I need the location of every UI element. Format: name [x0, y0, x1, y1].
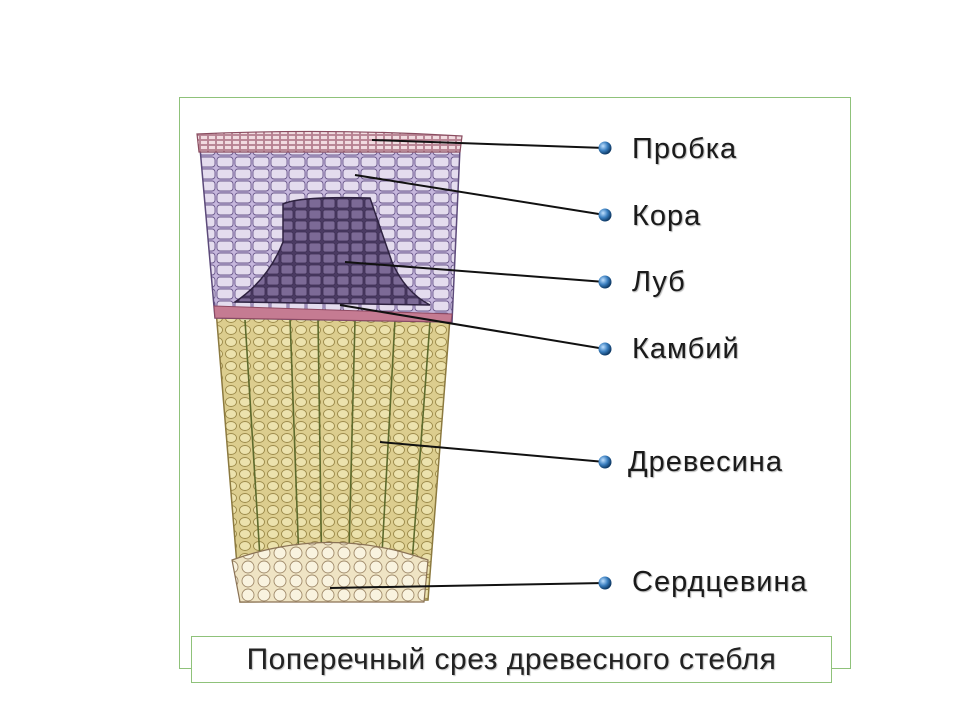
- leader-line-cambium: [339, 304, 606, 350]
- marker-cork-icon: [598, 141, 612, 155]
- caption-box: Поперечный срез древесного стебля: [191, 636, 832, 683]
- cork-region: [196, 130, 463, 153]
- label-bark: Кора: [632, 200, 702, 232]
- leader-line-wood: [379, 441, 606, 463]
- marker-pith-icon: [598, 576, 612, 590]
- label-phloem: Луб: [632, 266, 686, 298]
- leader-line-bark: [354, 174, 606, 216]
- marker-phloem-icon: [598, 275, 612, 289]
- marker-bark-icon: [598, 208, 612, 222]
- leader-line-pith: [329, 582, 606, 589]
- leader-line-cork: [371, 139, 606, 149]
- label-cork: Пробка: [632, 133, 738, 165]
- phloem-region: [232, 196, 431, 306]
- label-pith: Сердцевина: [632, 566, 808, 598]
- marker-cambium-icon: [598, 342, 612, 356]
- leader-line-phloem: [344, 261, 606, 283]
- label-wood: Древесина: [628, 446, 783, 478]
- medullary-rays: [244, 317, 431, 591]
- marker-wood-icon: [598, 455, 612, 469]
- caption-text: Поперечный срез древесного стебля: [246, 642, 777, 676]
- label-cambium: Камбий: [632, 333, 740, 365]
